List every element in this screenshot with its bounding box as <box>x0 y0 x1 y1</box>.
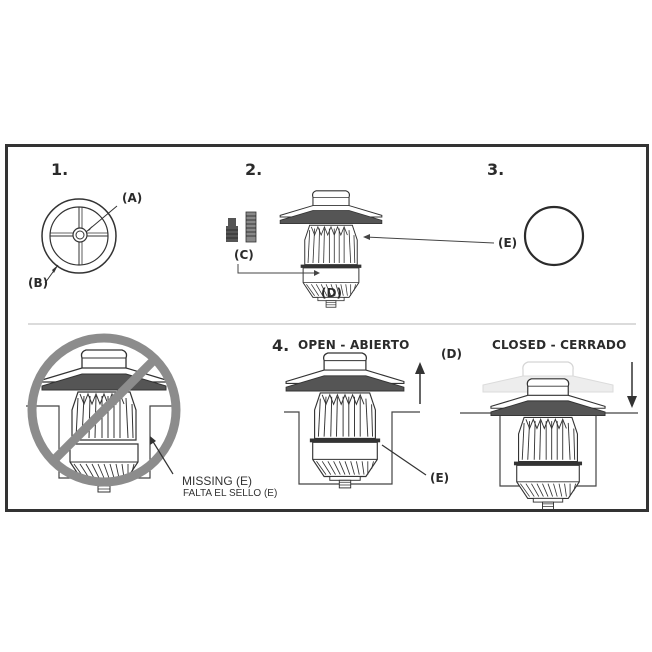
closed-caption: CLOSED - CERRADO <box>492 338 627 352</box>
open-position-drawing <box>284 352 427 489</box>
label-c: (C) <box>234 248 254 262</box>
label-b: (B) <box>28 276 49 290</box>
step3-oring-drawing <box>523 205 585 267</box>
missing-seal-label: MISSING (E) <box>182 474 253 488</box>
wrong-install-drawing <box>26 333 181 493</box>
label-d: (D) <box>321 286 342 300</box>
step-4-number: 4. <box>272 336 290 355</box>
label-a: (A) <box>122 191 143 205</box>
closed-position-drawing <box>460 361 638 511</box>
label-d-closed: (D) <box>441 347 462 361</box>
missing-seal-label-es: FALTA EL SELLO (E) <box>183 488 278 499</box>
step-2-number: 2. <box>245 160 263 179</box>
label-e-open: (E) <box>430 471 450 485</box>
step-1-number: 1. <box>51 160 69 179</box>
step-3-number: 3. <box>487 160 505 179</box>
open-caption: OPEN - ABIERTO <box>298 338 410 352</box>
step1-washer-drawing <box>41 198 118 284</box>
label-e: (E) <box>498 236 518 250</box>
step2-stopper-drawing <box>226 190 495 308</box>
